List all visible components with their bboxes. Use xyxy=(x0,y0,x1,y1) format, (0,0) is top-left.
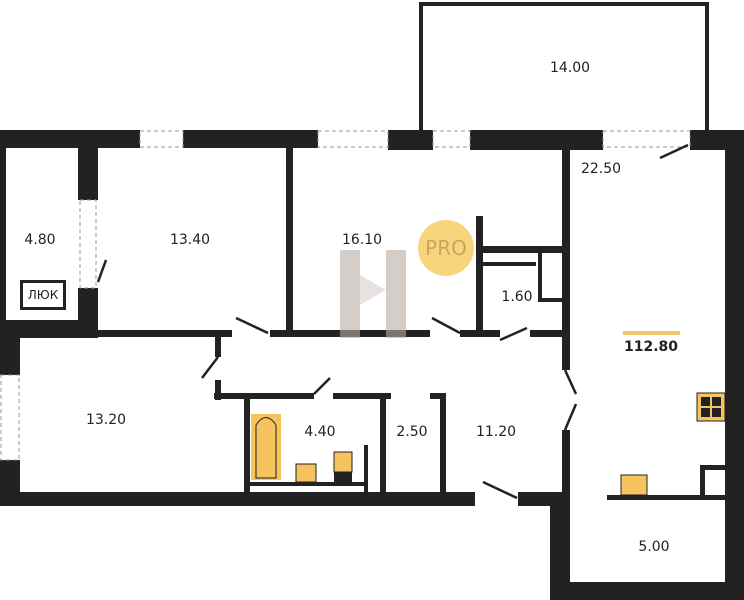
room-area-bedroom-3: 13.20 xyxy=(85,412,127,428)
room-area-bedroom-1: 13.40 xyxy=(169,232,211,248)
pro-watermark: PRO xyxy=(418,220,474,276)
room-area-utility: 5.00 xyxy=(638,539,670,555)
doors xyxy=(96,143,689,500)
room-area-living-kitchen: 22.50 xyxy=(580,161,622,177)
room-area-wardrobe: 1.60 xyxy=(501,289,533,305)
room-area-hall: 11.20 xyxy=(475,424,517,440)
windows xyxy=(0,130,691,461)
total-area: 112.80 xyxy=(623,339,679,355)
room-area-balcony: 14.00 xyxy=(549,60,591,76)
room-area-toilet: 2.50 xyxy=(396,424,428,440)
fixtures xyxy=(251,331,726,496)
room-area-bedroom-2: 16.10 xyxy=(341,232,383,248)
hatch-label: ЛЮК xyxy=(20,280,66,310)
room-area-bathroom: 4.40 xyxy=(304,424,336,440)
room-area-storage: 4.80 xyxy=(24,232,56,248)
watermark-logo xyxy=(340,250,406,338)
